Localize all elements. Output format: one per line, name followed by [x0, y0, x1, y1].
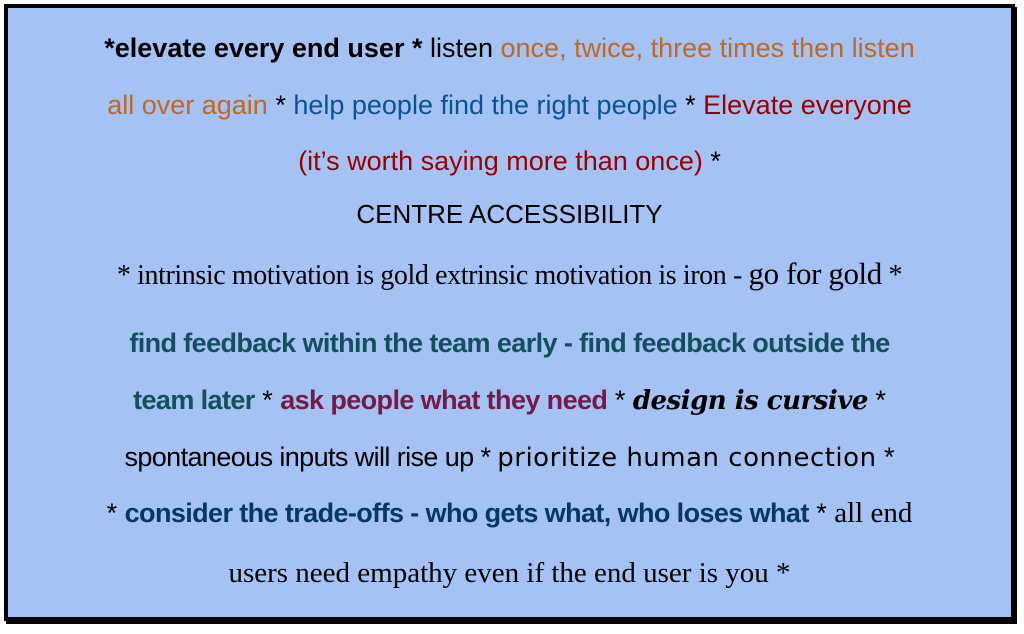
listen-text: listen [429, 33, 501, 63]
principle-line-8: spontaneous inputs will rise up * priori… [8, 440, 1011, 475]
all-end-text: all end [834, 497, 913, 529]
spontaneous-inputs-text: spontaneous inputs will rise up * [124, 442, 498, 472]
separator-asterisk: * [881, 260, 903, 291]
separator-asterisk: * [254, 385, 281, 415]
worth-saying-text: (it’s worth saying more than once) [298, 146, 703, 176]
separator-asterisk: * [677, 90, 704, 120]
design-is-cursive-text: design is cursive [632, 386, 869, 416]
elevate-everyone-text: Elevate everyone [703, 90, 912, 120]
users-need-empathy-text: users need empathy even if the end user … [228, 557, 791, 589]
principle-line-3: (it’s worth saying more than once) * [8, 144, 1011, 178]
principle-line-7: team later * ask people what they need *… [8, 383, 1011, 418]
elevate-every-end-user-text: *elevate every end user * [104, 33, 430, 63]
principles-card: *elevate every end user * listen once, t… [4, 4, 1015, 621]
team-later-text: team later [133, 385, 255, 415]
help-people-text: help people find the right people [293, 90, 678, 120]
principle-line-5: * intrinsic motivation is gold extrinsic… [8, 257, 1011, 293]
listen-repeat-text: once, twice, three times then listen [500, 33, 915, 63]
ask-people-text: ask people what they need [280, 385, 608, 415]
find-feedback-text: find feedback within the team early - fi… [129, 328, 890, 358]
principle-line-4: CENTRE ACCESSIBILITY [8, 197, 1011, 231]
separator-asterisk: * [702, 146, 721, 176]
principle-line-6: find feedback within the team early - fi… [8, 326, 1011, 360]
separator-asterisk: * [867, 385, 886, 415]
separator-asterisk: * [267, 90, 294, 120]
principle-line-9: * consider the trade-offs - who gets wha… [8, 496, 1011, 530]
separator-asterisk: * [876, 442, 895, 472]
centre-accessibility-heading: CENTRE ACCESSIBILITY [356, 199, 663, 229]
principle-line-10: users need empathy even if the end user … [8, 556, 1011, 590]
separator-asterisk: * [808, 498, 835, 528]
all-over-again-text: all over again [107, 90, 268, 120]
separator-asterisk: * [106, 498, 125, 528]
go-for-gold-text: go for gold [748, 256, 883, 291]
principle-line-2: all over again * help people find the ri… [8, 88, 1011, 122]
prioritize-human-connection-text: prioritize human connection [497, 443, 877, 473]
separator-asterisk: * [607, 385, 633, 415]
principle-line-1: *elevate every end user * listen once, t… [8, 31, 1011, 65]
motivation-text: * intrinsic motivation is gold extrinsic… [116, 260, 749, 291]
trade-offs-text: consider the trade-offs - who gets what,… [124, 498, 810, 528]
